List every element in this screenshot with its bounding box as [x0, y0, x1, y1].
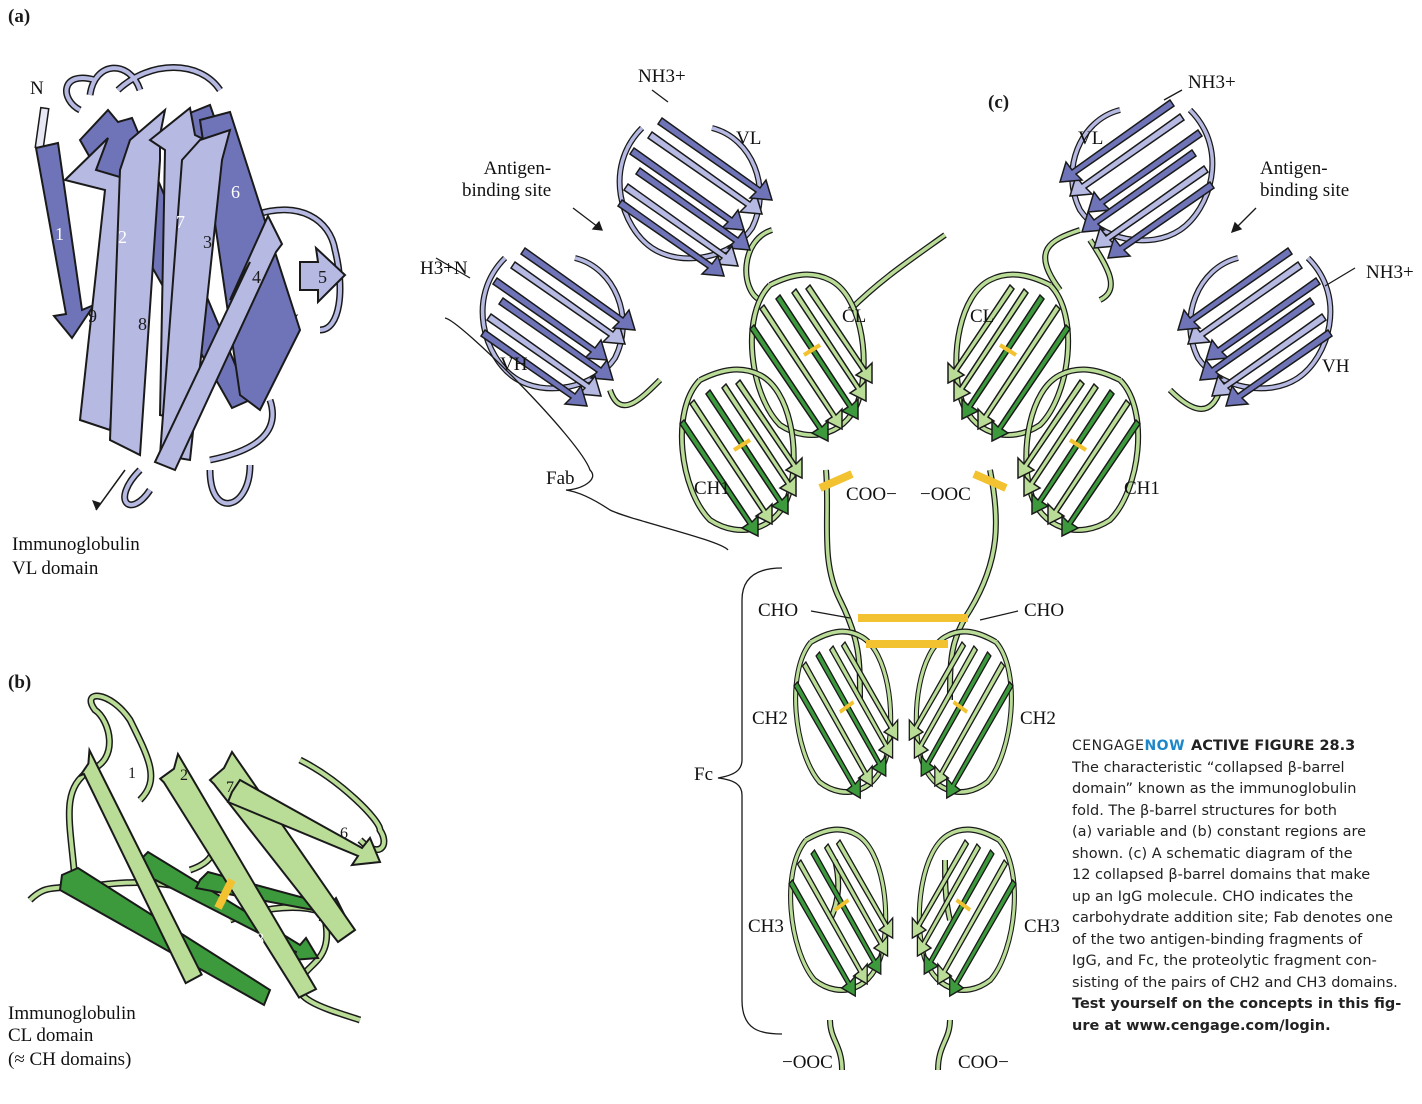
- label-ch3-right: CH3: [1024, 916, 1060, 938]
- caption-line: fold. The β-barrel structures for both: [1072, 801, 1422, 823]
- domain-ch2-right: [909, 632, 1013, 798]
- label-coo-bottom-right: COO−: [958, 1052, 1009, 1074]
- label-ch3-left: CH3: [748, 916, 784, 938]
- label-ch1-right: CH1: [1124, 478, 1160, 500]
- domain-ch1-left: [680, 370, 802, 536]
- n-terminus-label: N: [30, 78, 44, 100]
- domain-ch1-right: [1018, 370, 1140, 536]
- vl-domain-ribbon: [35, 68, 345, 511]
- caption-line: up an IgG molecule. CHO indicates the: [1072, 887, 1422, 909]
- strand-1-label: 1: [55, 224, 64, 244]
- domain-ch3-right: [912, 830, 1016, 996]
- label-nh3-right-top: NH3+: [1188, 72, 1236, 94]
- label-nh3-right-side: NH3+: [1366, 262, 1414, 284]
- label-coo-mid-left: COO−: [846, 484, 897, 506]
- strand-5-label: 5: [318, 267, 327, 287]
- cl-strand-3-label: 3: [312, 915, 320, 932]
- label-fc: Fc: [694, 764, 713, 786]
- caption-line: domain” known as the immunoglobulin: [1072, 779, 1422, 801]
- domain-vh-left: [481, 248, 635, 406]
- vl-domain-caption-line2: VL domain: [12, 558, 98, 580]
- domain-vh-right: [1178, 248, 1332, 406]
- cl-strand-7-label: 7: [226, 779, 234, 796]
- cl-strand-1-label: 1: [128, 765, 136, 782]
- label-vl-left: VL: [736, 128, 761, 150]
- strand-6-label: 6: [231, 182, 240, 202]
- label-vh-right: VH: [1322, 356, 1349, 378]
- test-yourself-link[interactable]: ure at www.cengage.com/login.: [1072, 1016, 1422, 1038]
- caption-line: 12 collapsed β-barrel domains that make: [1072, 865, 1422, 887]
- cl-strand-6-label: 6: [340, 825, 348, 842]
- caption-line: IgG, and Fc, the proteolytic fragment co…: [1072, 951, 1422, 973]
- label-cho-right: CHO: [1024, 600, 1064, 622]
- domain-cl-right: [948, 275, 1070, 441]
- domain-vl-right: [1060, 100, 1214, 258]
- label-cl-right: CL: [970, 306, 994, 328]
- label-nh3-left: NH3+: [638, 66, 686, 88]
- label-h3n-left: H3+N: [420, 258, 468, 280]
- label-cl-left: CL: [842, 306, 866, 328]
- label-ch1-left: CH1: [694, 478, 730, 500]
- label-antigen-site-left: Antigen- binding site: [462, 158, 551, 202]
- cl-strand-9-label: 9: [206, 983, 214, 1000]
- caption-line: sisting of the pairs of CH2 and CH3 doma…: [1072, 973, 1422, 995]
- domain-ch2-left: [794, 632, 898, 798]
- label-vl-right: VL: [1078, 128, 1103, 150]
- label-vh-left: VH: [500, 354, 527, 376]
- cl-domain-caption-line3: (≈ CH domains): [8, 1049, 131, 1071]
- figure-title: ACTIVE FIGURE 28.3: [1191, 738, 1355, 754]
- caption-line: shown. (c) A schematic diagram of the: [1072, 844, 1422, 866]
- label-ooc-bottom-left: −OOC: [782, 1052, 833, 1074]
- strand-2-label: 2: [118, 227, 127, 247]
- strand-3-label: 3: [203, 232, 212, 252]
- caption-line: of the two antigen-binding fragments of: [1072, 930, 1422, 952]
- cl-strand-8-label: 8: [256, 931, 264, 948]
- label-ch2-left: CH2: [752, 708, 788, 730]
- domain-ch3-left: [789, 830, 893, 996]
- brand-logo: CENGAGENOW: [1072, 738, 1185, 754]
- strand-9-label: 9: [88, 306, 97, 326]
- figure-caption: CENGAGENOW ACTIVE FIGURE 28.3 The charact…: [1072, 736, 1422, 1037]
- caption-line: The characteristic “collapsed β-barrel: [1072, 758, 1422, 780]
- cl-domain-caption-line1: Immunoglobulin: [8, 1003, 136, 1025]
- caption-line: (a) variable and (b) constant regions ar…: [1072, 822, 1422, 844]
- label-ooc-mid-right: −OOC: [920, 484, 971, 506]
- strand-7-label: 7: [176, 212, 185, 232]
- cl-strand-2-label: 2: [180, 767, 188, 784]
- cl-domain-ribbon: [30, 696, 384, 1020]
- strand-8-label: 8: [138, 314, 147, 334]
- label-fab: Fab: [546, 468, 575, 490]
- test-yourself-line1: Test yourself on the concepts in this fi…: [1072, 994, 1422, 1016]
- domain-cl-left: [750, 275, 872, 441]
- cl-domain-caption-line2: CL domain: [8, 1025, 93, 1047]
- label-antigen-site-right: Antigen- binding site: [1260, 158, 1349, 202]
- strand-4-label: 4: [252, 267, 261, 287]
- caption-header: CENGAGENOW ACTIVE FIGURE 28.3: [1072, 736, 1422, 758]
- vl-domain-caption-line1: Immunoglobulin: [12, 534, 140, 556]
- label-cho-left: CHO: [758, 600, 798, 622]
- label-ch2-right: CH2: [1020, 708, 1056, 730]
- caption-line: carbohydrate addition site; Fab denotes …: [1072, 908, 1422, 930]
